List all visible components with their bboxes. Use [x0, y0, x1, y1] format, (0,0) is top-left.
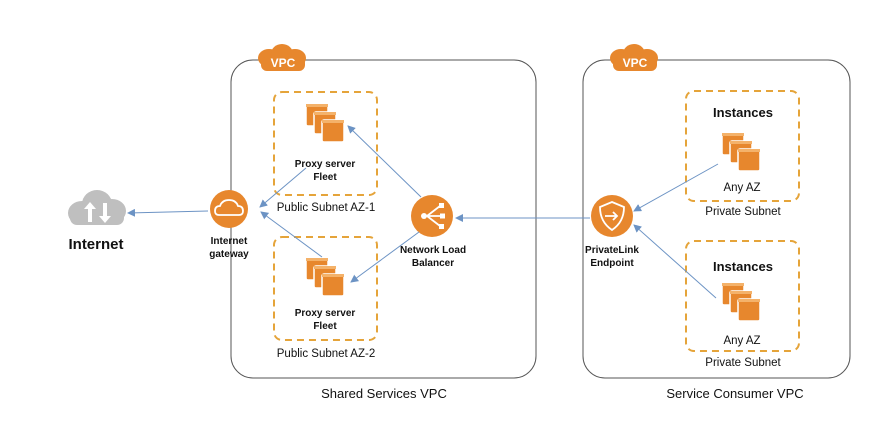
proxy-fleet-1-line1: Proxy server: [294, 159, 356, 170]
public-subnet-az2-label: Public Subnet AZ-2: [276, 348, 376, 360]
internet-gateway-label-line1: Internet: [210, 236, 248, 247]
proxy-fleet-2-label: Proxy server Fleet: [280, 307, 370, 333]
private-subnet-1: [685, 90, 800, 202]
shared-vpc-badge: VPC: [270, 56, 296, 70]
consumer-vpc-title: Service Consumer VPC: [666, 386, 804, 401]
arrow-nlb-to-fleet1: [347, 125, 422, 198]
instances-1-title: Instances: [713, 105, 773, 120]
public-subnet-az1: [273, 91, 378, 196]
public-subnet-az1-label: Public Subnet AZ-1: [276, 202, 376, 214]
proxy-fleet-1-icon: [305, 103, 345, 143]
nlb-label-line1: Network Load: [399, 245, 467, 256]
arrow-nlb-to-fleet2: [350, 231, 420, 283]
cloud-icon: [68, 190, 126, 225]
arrow-fleet2-to-igw: [260, 211, 323, 258]
arrow-igw-to-internet: [127, 208, 209, 217]
privatelink-label-line1: PrivateLink: [585, 245, 639, 256]
consumer-vpc-container: [582, 59, 851, 379]
proxy-fleet-1-line2: Fleet: [313, 172, 337, 183]
instances-2-az: Any AZ: [723, 335, 761, 347]
private-subnet-1-label: Private Subnet: [705, 206, 781, 218]
shared-vpc-title: Shared Services VPC: [321, 386, 447, 401]
proxy-fleet-2-line1: Proxy server: [294, 308, 356, 319]
arrow-instances1-to-endpoint: [633, 163, 719, 212]
public-subnet-az2: [273, 236, 378, 341]
internet-gateway-label: Internet gateway: [196, 235, 262, 261]
shield-endpoint-icon: [591, 195, 633, 237]
private-subnet-2-label: Private Subnet: [705, 357, 781, 369]
privatelink-label: PrivateLink Endpoint: [576, 244, 648, 270]
shared-vpc-container: [230, 59, 537, 379]
cloud-gateway-icon: [210, 190, 248, 228]
load-balancer-icon: [411, 195, 453, 237]
instances-1-az: Any AZ: [723, 182, 761, 194]
connector-arrows: [127, 125, 719, 299]
proxy-fleet-2-line2: Fleet: [313, 321, 337, 332]
private-subnet-2: [685, 240, 800, 352]
instances-2-title: Instances: [713, 259, 773, 274]
nlb-label-line2: Balancer: [411, 258, 455, 269]
proxy-fleet-1-label: Proxy server Fleet: [280, 158, 370, 184]
instances-1-icon: [721, 132, 761, 172]
proxy-fleet-2-icon: [305, 257, 345, 297]
arrow-fleet1-to-igw: [259, 167, 307, 208]
internet-gateway-label-line2: gateway: [209, 249, 249, 260]
internet-label: Internet: [68, 236, 124, 253]
nlb-label: Network Load Balancer: [395, 244, 471, 270]
arrow-instances2-to-endpoint: [633, 224, 717, 299]
privatelink-label-line2: Endpoint: [590, 258, 634, 269]
instances-2-icon: [721, 282, 761, 322]
consumer-vpc-badge: VPC: [622, 56, 648, 70]
